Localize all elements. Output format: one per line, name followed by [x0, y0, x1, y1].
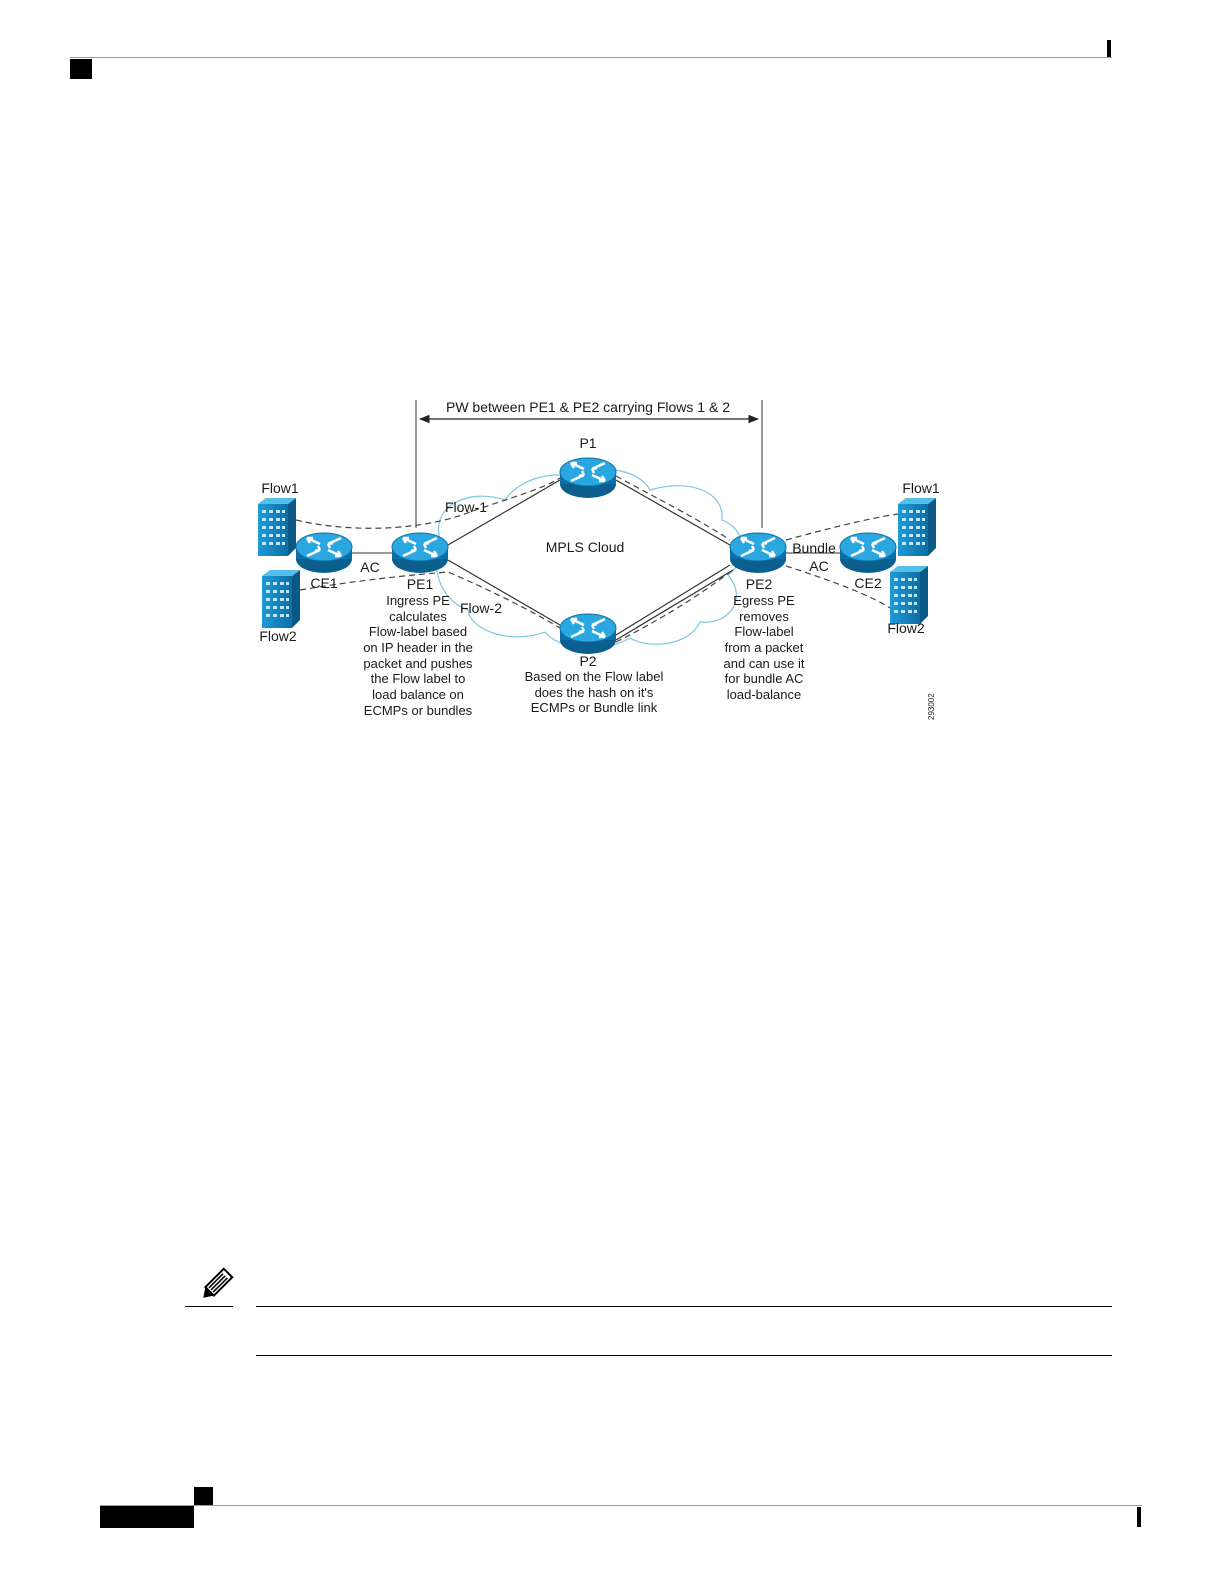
note-top-rule — [256, 1306, 1112, 1307]
flow1-left-label: Flow1 — [261, 480, 299, 496]
pe2-router-icon — [728, 531, 788, 575]
note-icon-underline — [185, 1306, 233, 1307]
bundle-label: Bundle — [792, 540, 836, 556]
mpls-cloud — [435, 468, 743, 650]
pe1-router-icon — [390, 531, 450, 575]
flow2-path-left — [299, 571, 561, 629]
pw-label: PW between PE1 & PE2 carrying Flows 1 & … — [446, 399, 730, 415]
svg-text:and can use it: and can use it — [724, 656, 805, 671]
footer-left-marker — [194, 1487, 213, 1505]
svg-text:Ingress PE: Ingress PE — [386, 593, 450, 608]
flow1-right-label: Flow1 — [902, 480, 940, 496]
flow1-path-right — [785, 513, 899, 541]
pe1-description: Ingress PE calculates Flow-label based o… — [363, 593, 473, 718]
p1-router-icon — [558, 456, 618, 500]
header-rule — [70, 57, 1112, 58]
flow1-path-mid — [615, 475, 731, 541]
p2-router-icon — [558, 612, 618, 656]
flow2-path-right — [785, 565, 891, 609]
flow1-path-left — [295, 477, 561, 529]
note-bottom-rule — [256, 1355, 1112, 1356]
pe2-description: Egress PE removes Flow-label from a pack… — [724, 593, 805, 702]
svg-text:ECMPs or Bundle link: ECMPs or Bundle link — [531, 700, 658, 715]
ac-right-label: AC — [809, 558, 828, 574]
svg-text:ECMPs or bundles: ECMPs or bundles — [364, 703, 473, 718]
flow1-right-building-icon — [898, 498, 936, 556]
ce2-label: CE2 — [854, 575, 881, 591]
flow-2-tag: Flow-2 — [460, 600, 502, 616]
svg-text:calculates: calculates — [389, 609, 447, 624]
pe1-label: PE1 — [407, 576, 434, 592]
flow2-right-building-icon — [890, 566, 928, 624]
pe2-label: PE2 — [746, 576, 773, 592]
note-pencil-icon — [196, 1266, 236, 1304]
svg-text:Flow-label based: Flow-label based — [369, 624, 467, 639]
svg-text:load balance on: load balance on — [372, 687, 464, 702]
svg-text:removes: removes — [739, 609, 789, 624]
flow2-path-mid — [615, 571, 731, 643]
figure-id: 293002 — [927, 693, 936, 720]
svg-text:does the hash on it's: does the hash on it's — [535, 685, 654, 700]
flow1-left-building-icon — [258, 498, 296, 556]
svg-text:load-balance: load-balance — [727, 687, 801, 702]
ac-left-label: AC — [360, 559, 379, 575]
footer-left-block — [100, 1506, 194, 1528]
footer-rule — [100, 1505, 1142, 1506]
flow-1-tag: Flow-1 — [445, 499, 487, 515]
footer-right-marker — [1137, 1507, 1141, 1527]
cloud-label: MPLS Cloud — [546, 539, 625, 555]
svg-text:packet and pushes: packet and pushes — [363, 656, 473, 671]
flow2-left-label: Flow2 — [259, 628, 297, 644]
flow2-left-building-icon — [262, 570, 300, 628]
ce1-router-icon — [294, 531, 354, 575]
svg-text:the Flow label to: the Flow label to — [371, 671, 466, 686]
svg-text:on IP header in the: on IP header in the — [363, 640, 473, 655]
ce1-label: CE1 — [310, 575, 337, 591]
header-right-marker — [1107, 40, 1111, 57]
svg-text:from a packet: from a packet — [725, 640, 804, 655]
p2-description: Based on the Flow label does the hash on… — [525, 669, 664, 715]
ce2-router-icon — [838, 531, 898, 575]
svg-text:for bundle AC: for bundle AC — [725, 671, 804, 686]
p1-label: P1 — [579, 435, 596, 451]
svg-text:Egress PE: Egress PE — [733, 593, 795, 608]
svg-text:Based on the Flow label: Based on the Flow label — [525, 669, 664, 684]
flow2-right-label: Flow2 — [887, 620, 925, 636]
svg-text:Flow-label: Flow-label — [734, 624, 793, 639]
p2-label: P2 — [579, 653, 596, 669]
header-left-marker — [70, 59, 92, 79]
